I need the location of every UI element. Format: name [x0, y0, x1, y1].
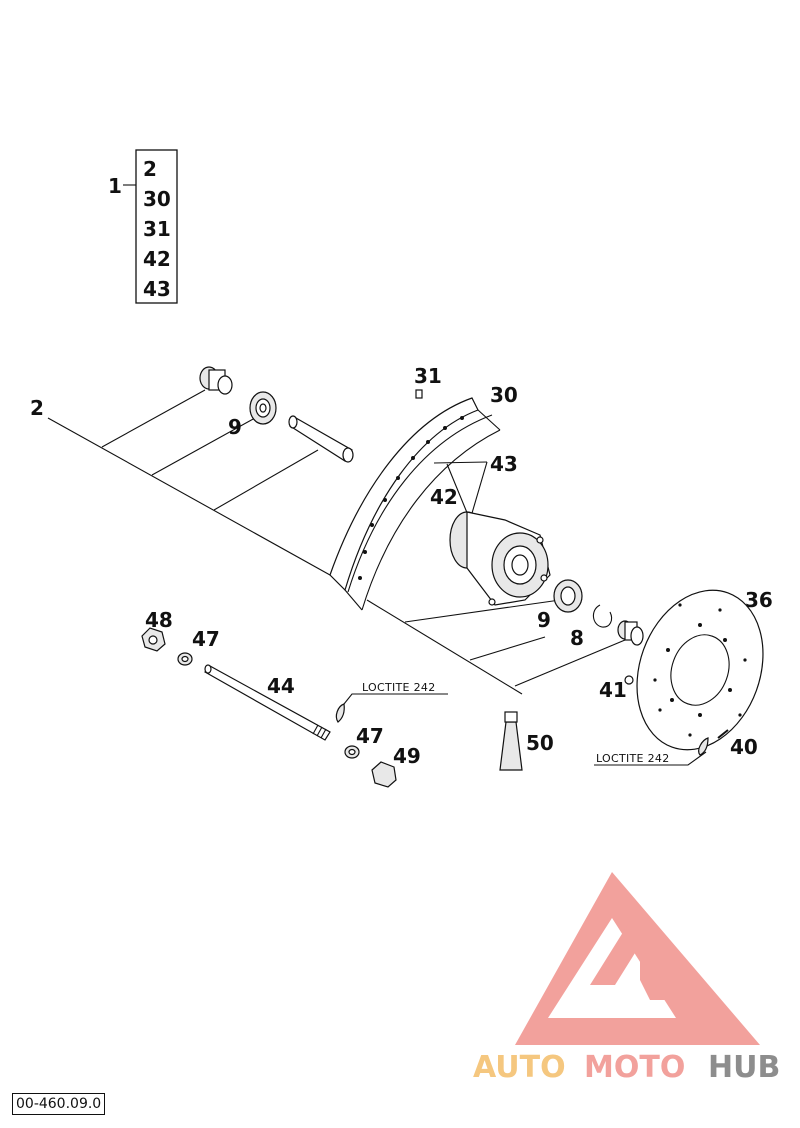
nut-part — [371, 761, 397, 788]
axle-part — [204, 664, 331, 741]
spacer-part — [617, 620, 644, 646]
assembly-legend: 1 2 30 31 42 43 — [108, 149, 178, 304]
document-number: 00-460.09.0 — [12, 1093, 106, 1115]
assembly-item: 2 — [143, 157, 157, 181]
brake-disc-part — [636, 589, 764, 751]
assembly-number: 1 — [108, 174, 122, 198]
callout-47: 47 — [192, 627, 220, 651]
callout-9: 9 — [537, 608, 551, 632]
spoke-nipple-part — [415, 389, 423, 399]
distance-tube-part — [288, 415, 354, 463]
circlip-part — [592, 604, 613, 628]
washer-part — [344, 745, 360, 759]
hub-part — [449, 511, 551, 606]
callout-36: 36 — [745, 588, 773, 612]
rim-part — [329, 397, 501, 611]
bearing-part — [553, 579, 583, 613]
callout-49: 49 — [393, 744, 421, 768]
watermark-text-hub: HUB — [708, 1050, 780, 1085]
assembly-item: 42 — [143, 247, 171, 271]
callouts: 2 9 31 30 43 42 9 8 36 48 47 44 47 49 41… — [30, 364, 773, 768]
callout-31: 31 — [414, 364, 442, 388]
callout-8: 8 — [570, 626, 584, 650]
callout-42: 42 — [430, 485, 458, 509]
grease-tube-part — [499, 711, 523, 771]
loctite-drop-axle — [335, 693, 448, 723]
spacer-part — [199, 366, 233, 395]
watermark-text-moto: MOTO — [584, 1050, 685, 1085]
callout-48: 48 — [145, 608, 173, 632]
assembly-item: 30 — [143, 187, 171, 211]
washer-part — [177, 652, 193, 666]
callout-2: 2 — [30, 396, 44, 420]
callout-41: 41 — [599, 678, 627, 702]
callout-47: 47 — [356, 724, 384, 748]
loctite-leader-disc — [594, 751, 707, 766]
loctite-note-disc: LOCTITE 242 — [596, 752, 670, 765]
watermark-logo: AUTO MOTO HUB — [473, 872, 780, 1085]
nut-part — [141, 627, 166, 652]
washer-part — [624, 675, 634, 685]
watermark-text-auto: AUTO — [473, 1050, 566, 1085]
disc-bolt-part — [698, 729, 729, 756]
assembly-item: 43 — [143, 277, 171, 301]
callout-9: 9 — [228, 415, 242, 439]
callout-44: 44 — [267, 674, 295, 698]
callout-30: 30 — [490, 383, 518, 407]
callout-43: 43 — [490, 452, 518, 476]
assembly-item: 31 — [143, 217, 171, 241]
callout-40: 40 — [730, 735, 758, 759]
axis-lines — [47, 389, 626, 695]
bearing-part — [249, 391, 277, 425]
callout-50: 50 — [526, 731, 554, 755]
loctite-note-axle: LOCTITE 242 — [362, 681, 436, 694]
